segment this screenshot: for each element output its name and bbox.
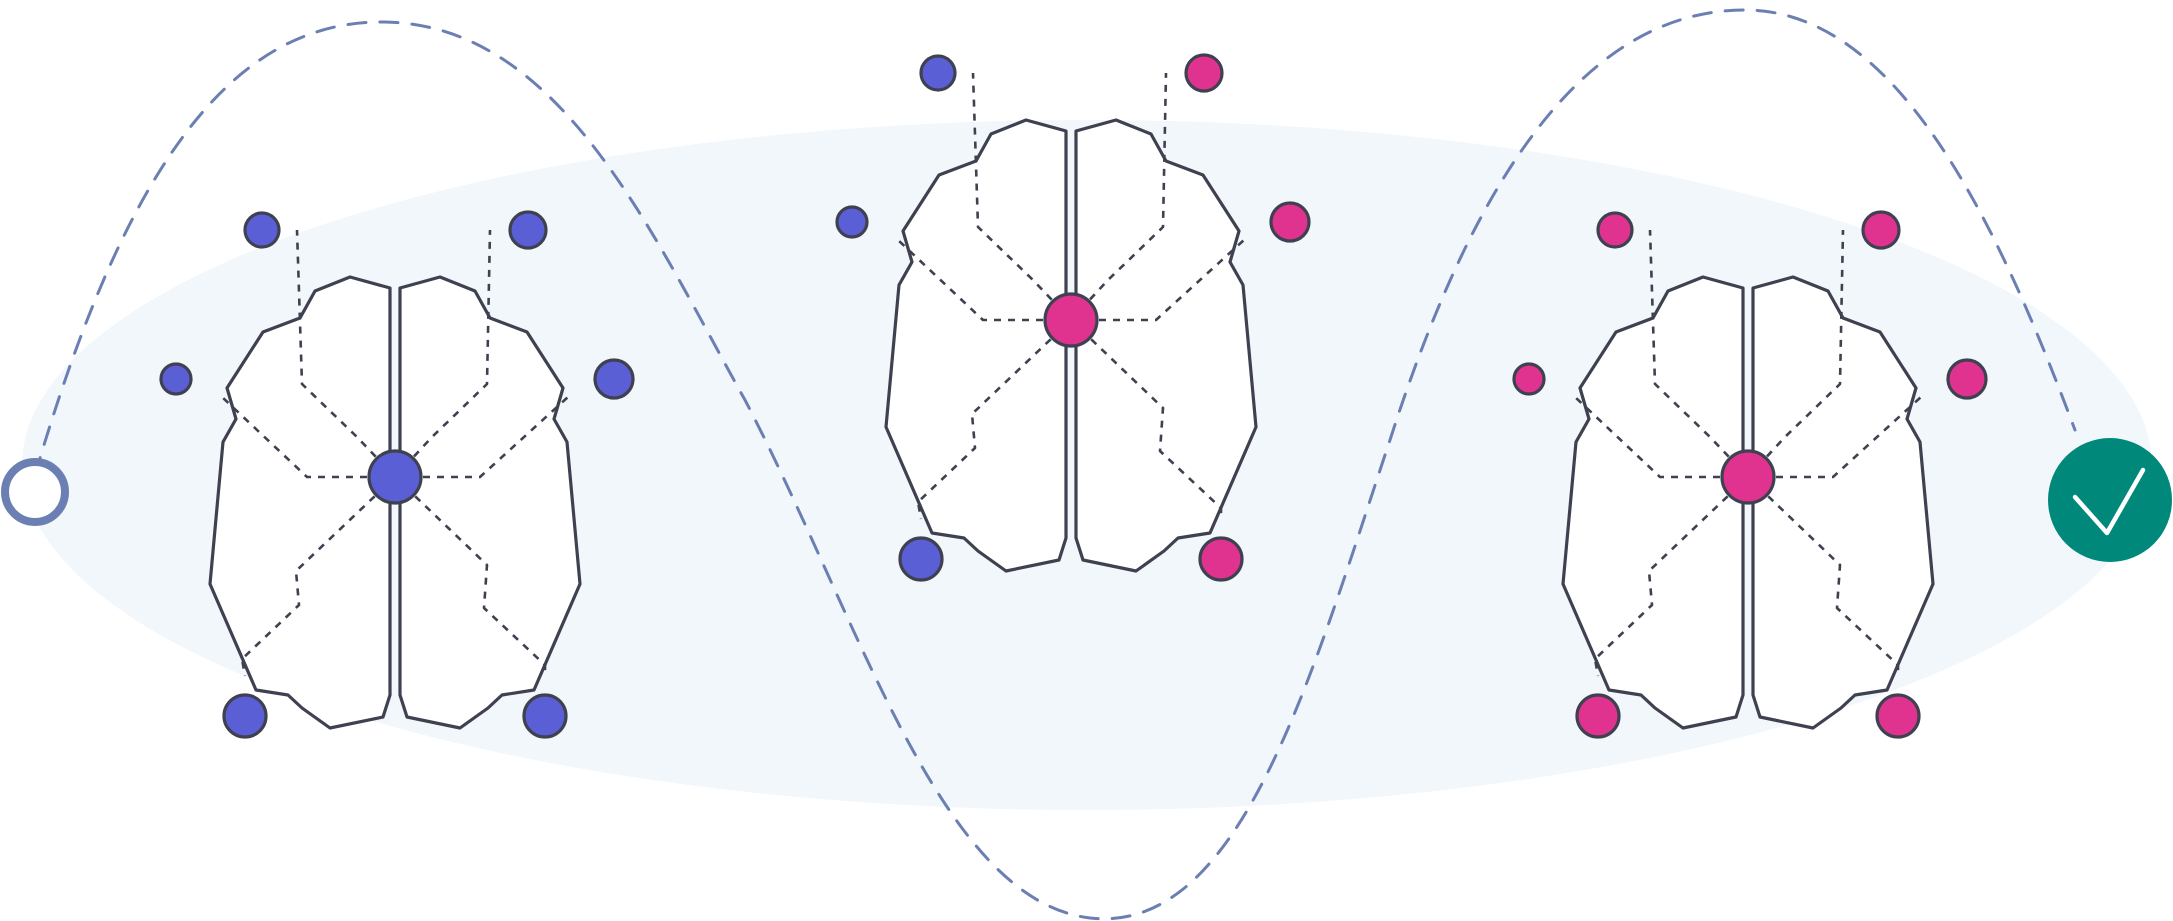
brain-node (508, 210, 548, 250)
brain-connection-line (1070, 319, 1223, 519)
brain-node (222, 693, 268, 739)
brain-connection-line (1574, 396, 1748, 479)
brain-center-node (1720, 449, 1776, 505)
brain-node (1946, 358, 1988, 400)
brain-connection-line (1747, 476, 1900, 676)
brain-node (1269, 201, 1311, 243)
end-marker (2048, 438, 2172, 562)
brain-connection-line (916, 319, 1072, 520)
brain-center-node (1043, 292, 1099, 348)
brain-left (159, 210, 635, 739)
brain-node (1861, 210, 1901, 250)
brain-node (243, 211, 281, 249)
brain-middle (835, 53, 1311, 582)
brain-node (1512, 362, 1546, 396)
brain-node (898, 536, 944, 582)
brain-right (1512, 210, 1988, 739)
brain-connection-line (221, 396, 395, 479)
brain-node (522, 693, 568, 739)
brain-left-hemisphere (208, 275, 392, 730)
brain-node (1198, 536, 1244, 582)
brain-node (593, 358, 635, 400)
brain-node (1575, 693, 1621, 739)
brain-node (159, 362, 193, 396)
brain-right-hemisphere (1074, 118, 1258, 573)
brain-connection-line (1593, 476, 1749, 677)
brain-left-hemisphere (884, 118, 1068, 573)
brain-center-node (367, 449, 423, 505)
brain-node (1596, 211, 1634, 249)
brain-node (1875, 693, 1921, 739)
open-circle-icon (1, 458, 69, 526)
brain-right-hemisphere (1751, 275, 1935, 730)
check-circle-icon (2048, 438, 2172, 562)
brain-node (919, 54, 957, 92)
check-mark-icon (2072, 467, 2146, 536)
brain-node (1184, 53, 1224, 93)
brain-connection-line (1748, 396, 1922, 479)
transition-wave-path (33, 8, 2077, 921)
brain-connection-line (897, 239, 1071, 322)
brain-left-hemisphere (1561, 275, 1745, 730)
brain-connection-line (395, 396, 569, 479)
brain-connection-line (1071, 239, 1245, 322)
start-marker (1, 458, 69, 526)
brain-node (835, 205, 869, 239)
brain-right-hemisphere (398, 275, 582, 730)
brain-connection-line (394, 476, 547, 676)
brains-group (159, 53, 1988, 739)
brain-connection-line (240, 476, 396, 677)
